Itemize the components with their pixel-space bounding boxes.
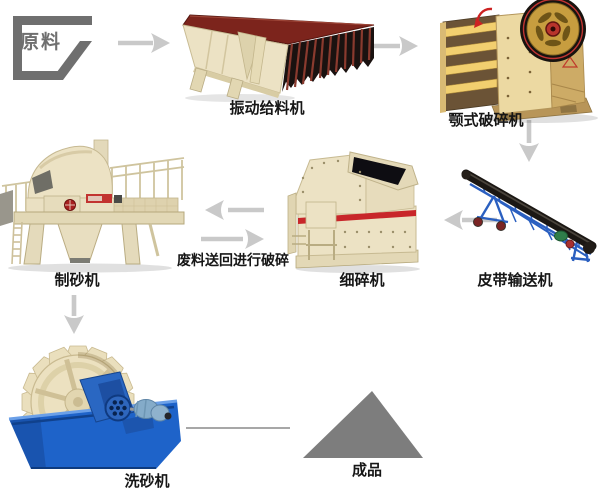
fine-crusher-image: [287, 151, 420, 273]
feed-hopper-opening: [352, 157, 406, 185]
sand-pile-triangle: [303, 391, 423, 458]
finished-product-label: 成品: [351, 461, 383, 479]
vibrating-feeder-label: 振动给料机: [229, 99, 305, 117]
arrow-waste-return: [201, 229, 264, 249]
jaw-crusher-image: [440, 0, 598, 123]
jaw-crusher-label: 颚式破碎机: [448, 111, 524, 129]
waste-return-note: 废料送回进行破碎: [177, 253, 289, 269]
conveyor-belt: [461, 169, 597, 251]
raw-material-hopper-icon: [13, 16, 92, 80]
motor-icon: [133, 399, 172, 422]
vibrating-feeder-image: [182, 14, 375, 102]
belt-conveyor-label: 皮带输送机: [477, 271, 553, 289]
raw-material-label: 原料: [19, 31, 63, 53]
pulley-icon: [104, 394, 132, 422]
sand-maker-image: [0, 139, 185, 273]
arrow-sandmaker-to-washer: [64, 295, 84, 334]
arrow-fine-to-sandmaker: [205, 200, 264, 220]
flywheel-icon: [520, 0, 586, 62]
belt-conveyor-image: [461, 169, 597, 263]
sand-washer-image: [8, 345, 181, 469]
arrow-jaw-to-conveyor: [519, 120, 539, 162]
sand-washer-label: 洗砂机: [124, 472, 170, 490]
arrow-raw-to-feeder: [118, 33, 170, 53]
rotation-arrow-icon: [474, 7, 493, 28]
sand-maker-label: 制砂机: [54, 271, 100, 289]
fine-crusher-label: 细碎机: [339, 271, 385, 289]
discharge-hopper: [57, 223, 103, 261]
